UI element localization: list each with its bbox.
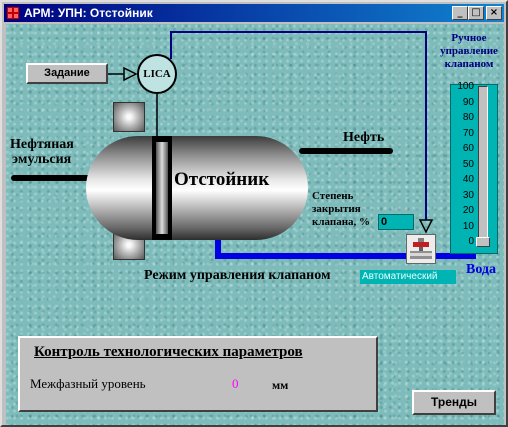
monitoring-panel [18, 336, 378, 412]
slider-scale-label: 50 [462, 158, 474, 170]
manual-valve-slider-track[interactable] [478, 86, 488, 246]
water-outlet-label: Вода [466, 262, 497, 277]
slider-scale-label: 70 [462, 127, 474, 139]
lica-controller[interactable]: LICA [137, 54, 177, 94]
slider-scale-label: 100 [457, 81, 474, 92]
slider-scale-label: 80 [462, 112, 474, 123]
valve-mode-label: Режим управления клапаном [144, 268, 331, 283]
window-title: АРМ: УПН: Отстойник [24, 6, 153, 20]
valve-opening-line2: закрытия [312, 203, 361, 215]
valve-signal-arrow-icon [418, 219, 434, 234]
valve-opening-line3: клапана, % [312, 216, 371, 228]
interface-level-label: Межфазный уровень [30, 376, 146, 391]
manual-valve-slider-panel [450, 84, 498, 254]
manual-valve-slider-thumb[interactable] [476, 237, 490, 247]
inlet-label-line2: эмульсия [12, 152, 72, 167]
setpoint-button[interactable]: Задание [26, 63, 108, 84]
valve-opening-line1: Степень [312, 190, 354, 202]
slider-scale-label: 30 [462, 189, 474, 201]
trends-button[interactable]: Тренды [412, 390, 496, 415]
manual-control-line1: Ручное [451, 32, 487, 44]
top-sensor-icon[interactable] [113, 102, 145, 132]
slider-scale-label: 90 [462, 96, 474, 108]
setpoint-arrow-icon [123, 66, 138, 82]
valve-icon [410, 238, 432, 259]
monitoring-panel-title: Контроль технологических параметров [34, 344, 303, 360]
maximize-button[interactable]: □ [468, 6, 484, 20]
control-signal-line [170, 31, 427, 220]
vessel-separator-insert [156, 142, 168, 234]
control-valve[interactable] [406, 234, 436, 264]
interface-level-value: 0 [232, 376, 239, 391]
minimize-button[interactable]: _ [452, 6, 468, 20]
manual-control-line2: управление [440, 45, 498, 57]
manual-control-line3: клапаном [444, 58, 494, 70]
valve-opening-value: 0 [378, 214, 414, 230]
slider-scale-label: 60 [462, 143, 474, 154]
valve-opening-label: Степень закрытия клапана, % [312, 190, 370, 229]
interface-level-unit: мм [272, 378, 289, 392]
slider-scale-label: 40 [462, 174, 474, 185]
mnemonic-canvas: Задание LICA Отстойник Нефтяная эмульсия… [6, 24, 504, 425]
manual-control-title: Ручное управление клапаном [434, 32, 504, 71]
slider-scale-label: 20 [462, 205, 474, 216]
valve-mode-field[interactable]: Автоматический [360, 270, 456, 284]
inlet-label: Нефтяная эмульсия [10, 137, 74, 167]
inlet-label-line1: Нефтяная [10, 137, 74, 152]
slider-scale-label: 10 [462, 220, 474, 232]
slider-scale-label: 0 [468, 236, 474, 247]
app-icon [7, 7, 19, 19]
close-button[interactable]: × [486, 6, 502, 20]
title-bar[interactable]: АРМ: УПН: Отстойник _ □ × [4, 4, 504, 22]
vessel-name: Отстойник [174, 169, 270, 190]
oil-outlet-label: Нефть [343, 130, 385, 145]
settling-vessel [86, 136, 308, 240]
